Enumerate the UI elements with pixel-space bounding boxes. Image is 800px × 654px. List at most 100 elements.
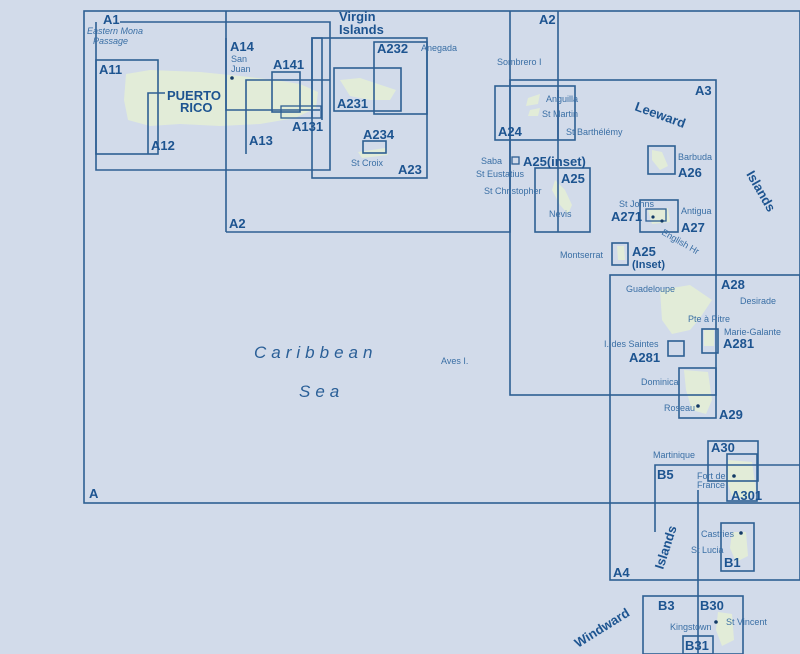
chart-frame-A231[interactable]: [333, 67, 402, 112]
dominica-land: [684, 370, 712, 414]
region-virgin-islands-line1: Virgin: [339, 9, 376, 24]
chart-frame-A141[interactable]: [271, 71, 301, 113]
chart-frame-A281-east[interactable]: [701, 328, 719, 354]
chart-frame-A24[interactable]: [494, 85, 576, 141]
chart-label-A26[interactable]: A26: [678, 165, 702, 180]
fort-de-france-dot: [732, 474, 736, 478]
chart-frame-A281-west[interactable]: [667, 340, 685, 357]
chart-frames: [83, 10, 800, 654]
place-kingstown: Kingstown: [670, 622, 712, 632]
chart-label-A24[interactable]: A24: [498, 124, 523, 139]
english-hr-dot: [660, 219, 664, 223]
chart-frame-A271[interactable]: [645, 208, 667, 222]
place-guadeloupe: Guadeloupe: [626, 284, 675, 294]
chart-label-A301[interactable]: A301: [731, 488, 762, 503]
chart-label-B3[interactable]: B3: [658, 598, 675, 613]
land-masses: [124, 70, 756, 646]
puerto-rico-land: [124, 70, 318, 126]
chart-label-A11[interactable]: A11: [99, 62, 122, 77]
chart-label-A14[interactable]: A14: [230, 39, 255, 54]
barbuda-land: [652, 150, 668, 170]
place-pte-a-pitre: Pte à Pitre: [688, 314, 730, 324]
chart-frame-B3[interactable]: [642, 595, 744, 654]
chart-frame-A232[interactable]: [373, 41, 428, 115]
chart-label-A13[interactable]: A13: [249, 133, 273, 148]
place-st-croix: St Croix: [351, 158, 384, 168]
chart-label-A271[interactable]: A271: [611, 209, 642, 224]
chart-label-A281-west[interactable]: A281: [629, 350, 660, 365]
chart-label-A141[interactable]: A141: [273, 57, 304, 72]
chart-frame-A13[interactable]: [245, 79, 330, 154]
chart-frame-A234[interactable]: [362, 140, 387, 154]
chart-frame-B5[interactable]: [654, 464, 800, 532]
place-fort-de-france-2: France: [697, 480, 725, 490]
chart-label-A2-bottom[interactable]: A2: [229, 216, 246, 231]
region-leeward-islands: Islands: [743, 168, 778, 214]
chart-label-A232[interactable]: A232: [377, 41, 408, 56]
place-anguilla: Anguilla: [546, 94, 578, 104]
chart-frame-B31[interactable]: [682, 635, 714, 654]
chart-frame-A301[interactable]: [726, 453, 758, 502]
chart-frame-A25-montserrat[interactable]: [611, 242, 629, 266]
chart-label-B5[interactable]: B5: [657, 467, 674, 482]
chart-label-A25-inset[interactable]: A25(inset): [523, 154, 586, 169]
place-anegada: Anegada: [421, 43, 457, 53]
kingstown-dot: [714, 620, 718, 624]
chart-frame-A26[interactable]: [647, 145, 676, 175]
chart-label-A29[interactable]: A29: [719, 407, 743, 422]
chart-label-A25-montserrat[interactable]: A25: [632, 244, 656, 259]
chart-label-A[interactable]: A: [89, 486, 99, 501]
chart-label-A131[interactable]: A131: [292, 119, 323, 134]
chart-label-A30[interactable]: A30: [711, 440, 735, 455]
marie-galante-land: [704, 330, 714, 346]
st-martin-land: [528, 108, 540, 116]
chart-label-A2-top[interactable]: A2: [539, 12, 556, 27]
chart-label-B31[interactable]: B31: [685, 638, 709, 653]
place-sombrero: Sombrero I: [497, 57, 542, 67]
chart-frame-A27[interactable]: [639, 199, 679, 233]
region-puerto-rico-line2: RICO: [180, 100, 213, 115]
virgin-islands-land: [340, 78, 396, 100]
place-montserrat: Montserrat: [560, 250, 604, 260]
chart-frame-A3[interactable]: [509, 79, 717, 396]
chart-frame-A25[interactable]: [534, 167, 591, 233]
roseau-dot: [696, 404, 700, 408]
place-eastern-mona-1: Eastern Mona: [87, 26, 143, 36]
chart-frame-A28[interactable]: [609, 274, 800, 581]
chart-frame-A[interactable]: [83, 10, 800, 504]
place-roseau: Roseau: [664, 403, 695, 413]
chart-label-A28[interactable]: A28: [721, 277, 745, 292]
place-st-barthelemy: St Barthélémy: [566, 127, 623, 137]
place-san-juan-1: San: [231, 54, 247, 64]
chart-label-A12[interactable]: A12: [151, 138, 175, 153]
chart-label-B30[interactable]: B30: [700, 598, 724, 613]
montserrat-land: [617, 246, 625, 260]
place-martinique: Martinique: [653, 450, 695, 460]
chart-label-A281-east[interactable]: A281: [723, 336, 754, 351]
chart-label-A25-montserrat-inset: (Inset): [632, 259, 665, 271]
guadeloupe-land: [660, 285, 712, 334]
chart-frame-A12[interactable]: [147, 92, 165, 154]
anguilla-land: [526, 94, 540, 106]
chart-label-A23[interactable]: A23: [398, 162, 422, 177]
st-kitts-nevis-land: [552, 180, 572, 214]
chart-frame-A29[interactable]: [678, 367, 717, 419]
chart-label-A4[interactable]: A4: [613, 565, 630, 580]
st-lucia-land: [730, 532, 748, 562]
chart-frame-A25-inset-saba[interactable]: [511, 156, 520, 165]
chart-frame-A11[interactable]: [95, 59, 159, 155]
place-st-vincent: St Vincent: [726, 617, 767, 627]
sea-label-sea: Sea: [299, 382, 344, 401]
region-windward-islands: Islands: [652, 524, 680, 571]
chart-frame-B1[interactable]: [720, 522, 755, 572]
chart-label-B1[interactable]: B1: [724, 555, 741, 570]
chart-frame-A30[interactable]: [707, 440, 759, 482]
chart-label-A234[interactable]: A234: [363, 127, 395, 142]
chart-label-A27[interactable]: A27: [681, 220, 705, 235]
chart-label-A1[interactable]: A1: [103, 12, 120, 27]
place-st-christopher: St Christopher: [484, 186, 542, 196]
chart-label-A3[interactable]: A3: [695, 83, 712, 98]
chart-label-A25[interactable]: A25: [561, 171, 585, 186]
chart-label-A231[interactable]: A231: [337, 96, 368, 111]
